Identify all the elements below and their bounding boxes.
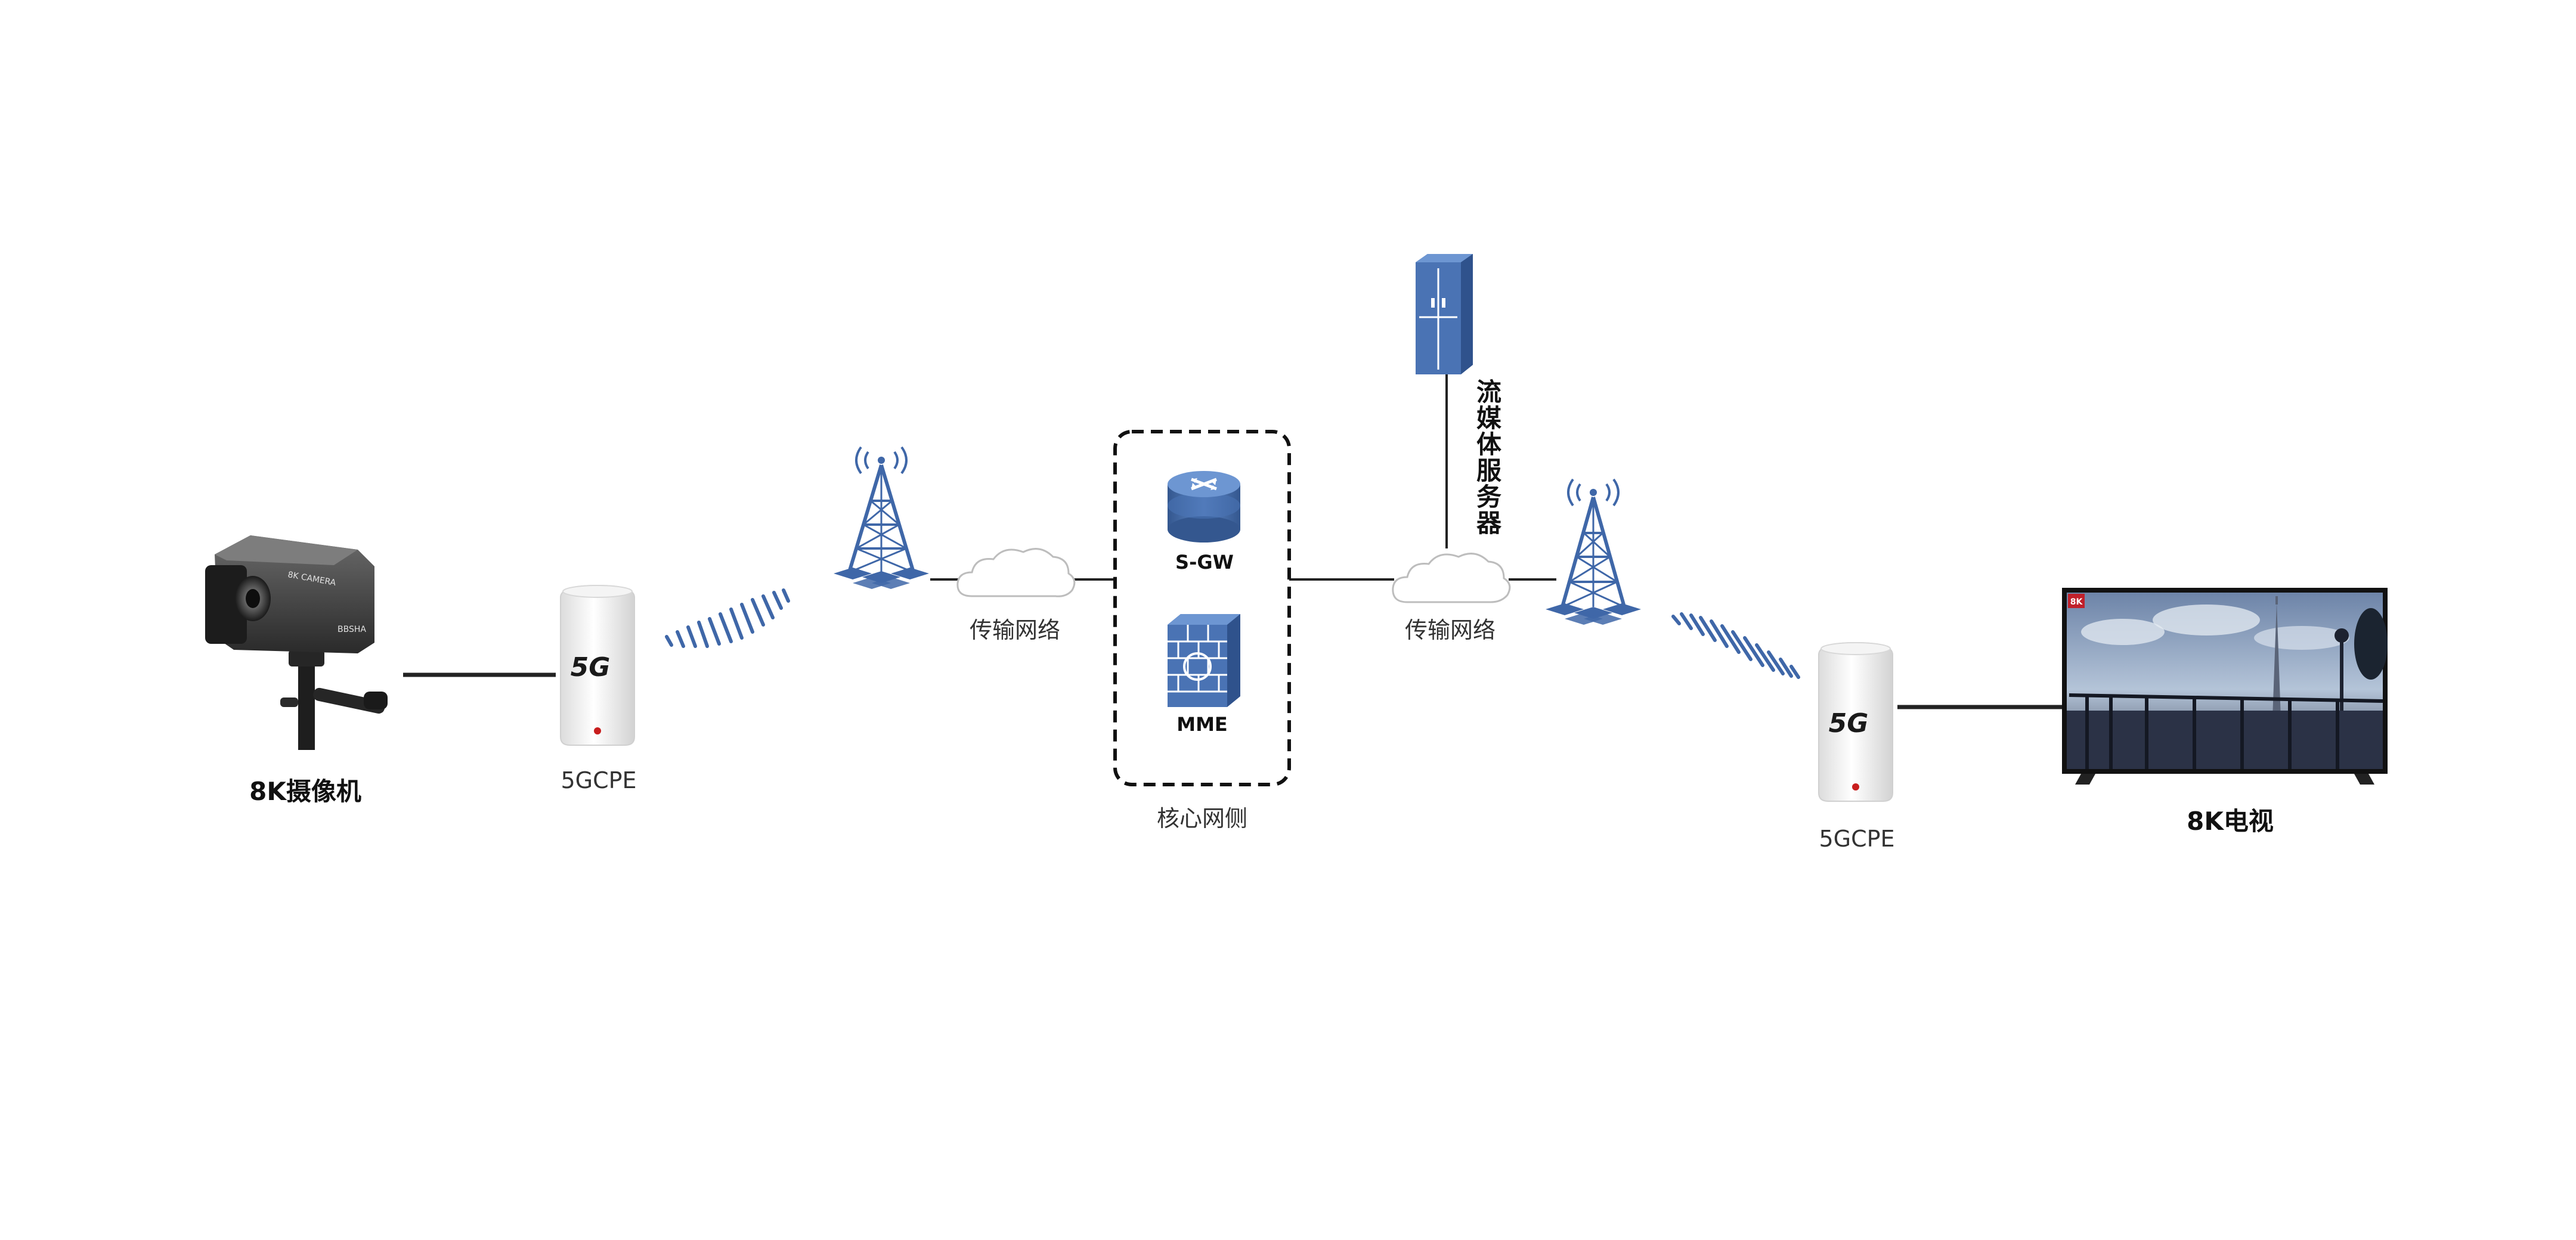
- wireless-wave-right: [1671, 612, 1800, 679]
- connections: [403, 374, 2068, 709]
- core-network-boundary: [1113, 430, 1291, 786]
- streaming-server-label: 流 媒 体 服 务 器: [1476, 377, 1510, 538]
- streaming-server-icon: [1416, 254, 1473, 374]
- cpe-right-label: 5GCPE: [1819, 826, 1894, 852]
- sgw-router-icon: [1168, 471, 1240, 542]
- transport-right-label: 传输网络: [1405, 617, 1496, 643]
- cell-tower-right-icon: [1561, 478, 1626, 608]
- camera-model-text: BBSHA: [338, 625, 366, 634]
- cpe-left-5g-badge: 5G: [571, 652, 611, 683]
- cpe-left-label: 5GCPE: [561, 767, 636, 793]
- cell-tower-left-base: [834, 568, 929, 589]
- cell-tower-right-base: [1546, 603, 1641, 625]
- mme-firewall-icon: [1168, 614, 1240, 707]
- transport-cloud-right-icon: [1392, 553, 1511, 603]
- tv-label: 8K电视: [2187, 807, 2274, 836]
- tv-8k-badge: 8K: [2070, 597, 2083, 607]
- cpe-right-device: 5G: [1818, 641, 1893, 802]
- cpe-right-5g-badge: 5G: [1829, 708, 1869, 739]
- sgw-label: S-GW: [1175, 551, 1234, 574]
- camera-label: 8K摄像机: [249, 777, 361, 806]
- wireless-wave-left: [665, 588, 790, 648]
- transport-left-label: 传输网络: [970, 617, 1060, 643]
- core-side-label: 核心网侧: [1157, 805, 1247, 832]
- camera-device: 8K CAMERA BBSHA: [205, 535, 388, 750]
- transport-cloud-left-icon: [956, 548, 1076, 597]
- cpe-left-device: 5G: [560, 584, 635, 746]
- cell-tower-left-icon: [847, 446, 915, 574]
- mme-label: MME: [1176, 713, 1228, 736]
- tv-device: 8K: [2062, 588, 2388, 785]
